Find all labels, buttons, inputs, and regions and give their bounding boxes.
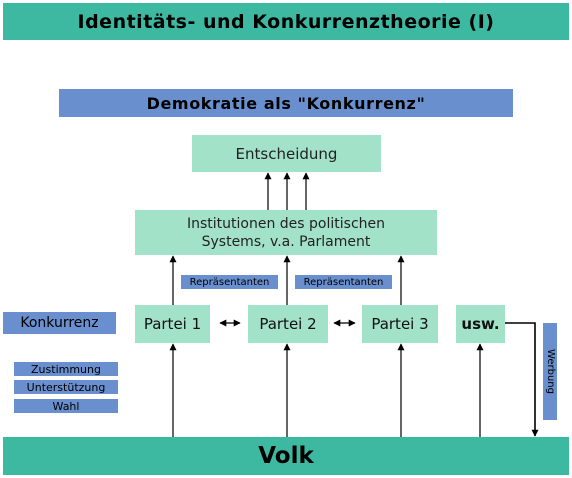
title-bar: Identitäts- und Konkurrenztheorie (I) [3,3,569,40]
label-konkurrenz-text: Konkurrenz [20,315,99,331]
node-partei-3-label: Partei 3 [371,315,429,333]
label-repraesentanten-1: Repräsentanten [181,275,278,289]
label-repraesentanten-1-text: Repräsentanten [189,276,270,288]
node-institutionen-line1: Institutionen des politischen [187,215,385,232]
node-institutionen-line2: Systems, v.a. Parlament [201,233,371,250]
label-repraesentanten-2-text: Repräsentanten [303,276,384,288]
label-konkurrenz: Konkurrenz [3,312,116,334]
node-partei-2-label: Partei 2 [259,315,317,333]
node-partei-1-label: Partei 1 [143,315,202,333]
node-entscheidung: Entscheidung [192,135,381,172]
node-partei-3: Partei 3 [362,305,438,343]
label-werbung: Werbung [543,323,557,420]
label-repraesentanten-2: Repräsentanten [295,275,392,289]
node-entscheidung-label: Entscheidung [235,144,338,163]
label-zustimmung-text: Zustimmung [31,362,101,376]
arrow-werbung [505,322,539,437]
node-usw: usw. [456,305,505,343]
node-volk: Volk [3,437,569,475]
node-usw-label: usw. [461,315,500,333]
node-volk-label: Volk [258,443,314,469]
subtitle: Demokratie als "Konkurrenz" [146,93,426,113]
label-unterstuetzung-text: Unterstützung [26,380,106,394]
label-zustimmung: Zustimmung [14,362,118,376]
node-partei-2: Partei 2 [248,305,328,343]
label-wahl-text: Wahl [52,399,80,413]
node-institutionen: Institutionen des politischen Systems, v… [135,210,437,255]
label-unterstuetzung: Unterstützung [14,380,118,394]
label-werbung-text: Werbung [544,349,556,394]
label-wahl: Wahl [14,399,118,413]
page-title: Identitäts- und Konkurrenztheorie (I) [77,10,495,33]
node-partei-1: Partei 1 [135,305,210,343]
subtitle-bar: Demokratie als "Konkurrenz" [59,89,513,117]
